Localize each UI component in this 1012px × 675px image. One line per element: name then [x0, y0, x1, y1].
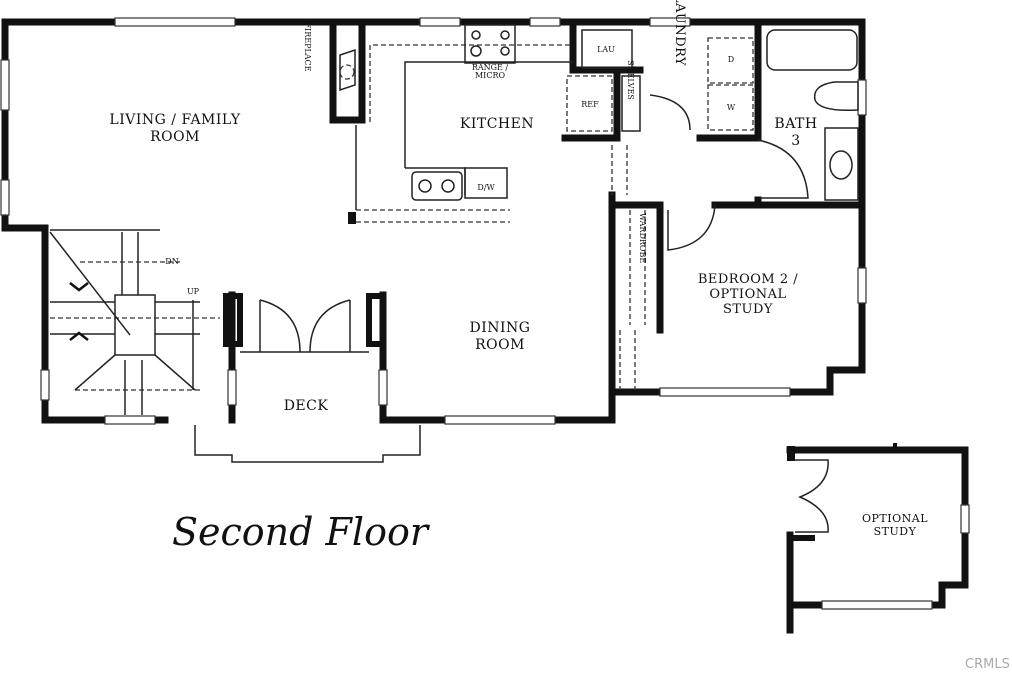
stair-dn-label: DN: [165, 257, 178, 266]
shelves-label: SHELVES: [626, 60, 635, 100]
lau-label: LAU: [597, 45, 615, 54]
range-label: RANGE /MICRO: [472, 63, 509, 80]
deck-label: DECK: [284, 398, 329, 414]
ref-label: REF: [581, 100, 599, 109]
washer-label: W: [727, 103, 736, 112]
laundry-label: LAUNDRY: [672, 0, 687, 66]
optional-study-plan: [786, 443, 970, 634]
staircase: [49, 229, 220, 415]
kitchen-label: KITCHEN: [460, 116, 534, 132]
dw-label: D/W: [477, 183, 495, 192]
deck: [194, 299, 421, 463]
floor-title: Second Floor: [172, 510, 431, 554]
walls: [1, 18, 866, 424]
windows: [0, 17, 867, 425]
stair-up-label: UP: [187, 287, 200, 296]
kitchen-fixtures: [339, 24, 641, 223]
watermark: CRMLS: [965, 657, 1010, 672]
bath-laundry-fixtures: [619, 29, 859, 390]
wardrobe-label: WARDROBE: [638, 213, 647, 264]
dryer-label: D: [728, 55, 734, 64]
fireplace-label: FIREPLACE: [303, 22, 312, 71]
